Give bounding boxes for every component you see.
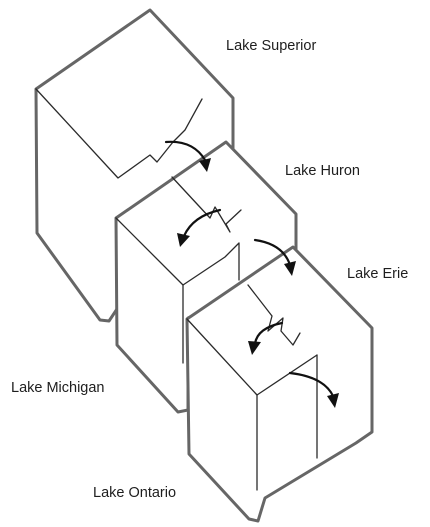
arrow-erie-left-icon: [248, 321, 284, 355]
label-lake-huron: Lake Huron: [285, 163, 360, 179]
box-lake-huron-michigan-front-edge: [115, 217, 240, 286]
arrow-ontario-right-icon: [288, 371, 339, 408]
label-lake-superior: Lake Superior: [226, 38, 317, 54]
arrow-superior-icon: [164, 140, 211, 172]
label-lake-erie: Lake Erie: [347, 266, 409, 282]
box-lake-erie-ontario-crack: [247, 284, 301, 346]
rotation-arrows: [164, 140, 339, 408]
arrow-huron-right-icon: [253, 238, 296, 276]
label-lake-ontario: Lake Ontario: [93, 485, 177, 501]
box-lake-erie-ontario-outline: [185, 245, 374, 523]
label-lake-michigan: Lake Michigan: [11, 380, 105, 396]
box-lake-superior-front-edge: [35, 88, 203, 179]
arrow-huron-left-icon: [177, 208, 222, 247]
box-lake-erie-ontario: [185, 245, 374, 523]
box-lake-huron-michigan-crack: [171, 176, 242, 233]
